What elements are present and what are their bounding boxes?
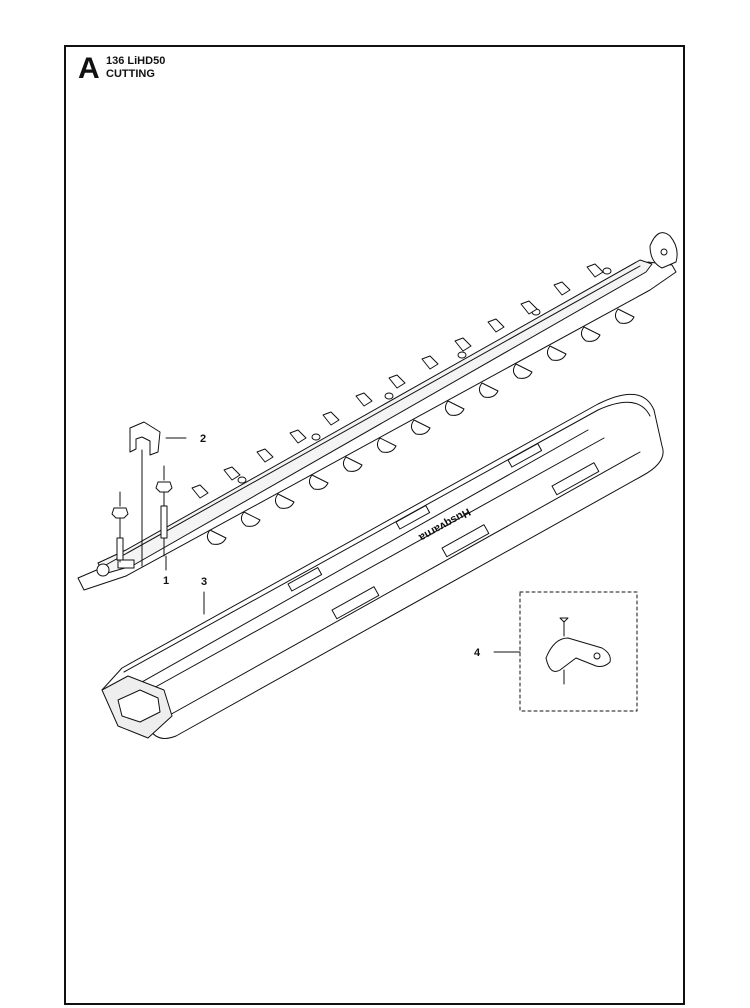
- bracket-clip-icon: [129, 421, 161, 567]
- section-title: CUTTING: [106, 68, 155, 80]
- callout-4: 4: [474, 647, 481, 659]
- tip-guard-icon: [519, 591, 638, 712]
- callout-2: 2: [200, 433, 206, 445]
- callout-1: 1: [163, 575, 169, 587]
- bolt-icon: [111, 465, 173, 563]
- section-letter: A: [78, 52, 100, 85]
- blade-cover-icon: [101, 393, 664, 739]
- drawing-frame: [64, 45, 685, 1005]
- model-name: 136 LiHD50: [106, 55, 166, 67]
- hedge-trimmer-blade-icon: [77, 232, 678, 591]
- callout-3: 3: [201, 576, 207, 588]
